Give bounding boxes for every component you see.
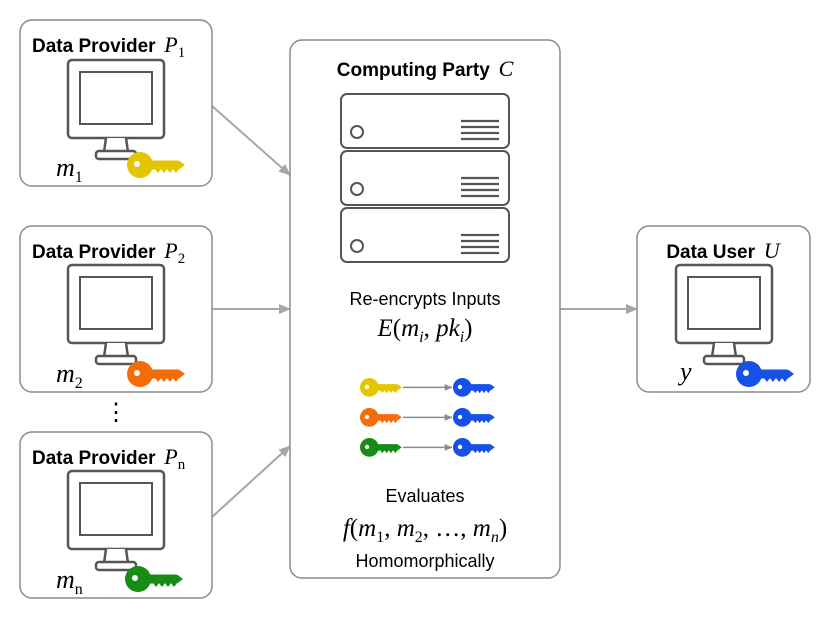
provider-2-panel: Data Provider P2 m2 — [19, 225, 213, 393]
evaluates-label: Evaluates — [385, 486, 464, 506]
arrow-provider-n-to-computing — [211, 445, 291, 518]
data-user-panel: Data User U y — [636, 225, 811, 393]
provider-1-panel: Data Provider P1 m1 — [19, 19, 213, 187]
key-conversion-row — [360, 408, 495, 427]
provider-n-title: Data Provider Pn — [32, 444, 186, 473]
key-conversions — [360, 378, 495, 457]
arrow-provider-1-to-computing — [211, 105, 291, 176]
key-conversion-row — [360, 438, 495, 457]
data-user-title: Data User U — [666, 238, 781, 263]
computing-party-title: Computing Party C — [337, 56, 514, 81]
provider-n-message: mn — [56, 565, 83, 598]
reencrypt-label: Re-encrypts Inputs — [349, 289, 500, 309]
server-unit-1-icon — [339, 92, 511, 150]
provider-1-message: m1 — [56, 153, 83, 186]
eval-formula: f(m1, m2, …, mn) — [343, 515, 507, 546]
data-user-output: y — [677, 357, 692, 386]
provider-1-title: Data Provider P1 — [32, 32, 185, 61]
provider-n-panel: Data Provider Pn mn — [19, 431, 213, 599]
provider-2-title: Data Provider P2 — [32, 238, 185, 267]
provider-2-message: m2 — [56, 359, 83, 392]
homomorphic-label: Homomorphically — [355, 551, 494, 571]
key-conversion-row — [360, 378, 495, 397]
reencrypt-formula: E(mi, pki) — [376, 315, 472, 346]
server-unit-3-icon — [339, 206, 511, 264]
arrows — [211, 105, 638, 518]
server-unit-2-icon — [339, 149, 511, 207]
provider-ellipsis: ⋮ — [104, 399, 128, 426]
computing-party-panel: Computing Party C Re-encrypts Inputs E(m… — [289, 39, 561, 579]
